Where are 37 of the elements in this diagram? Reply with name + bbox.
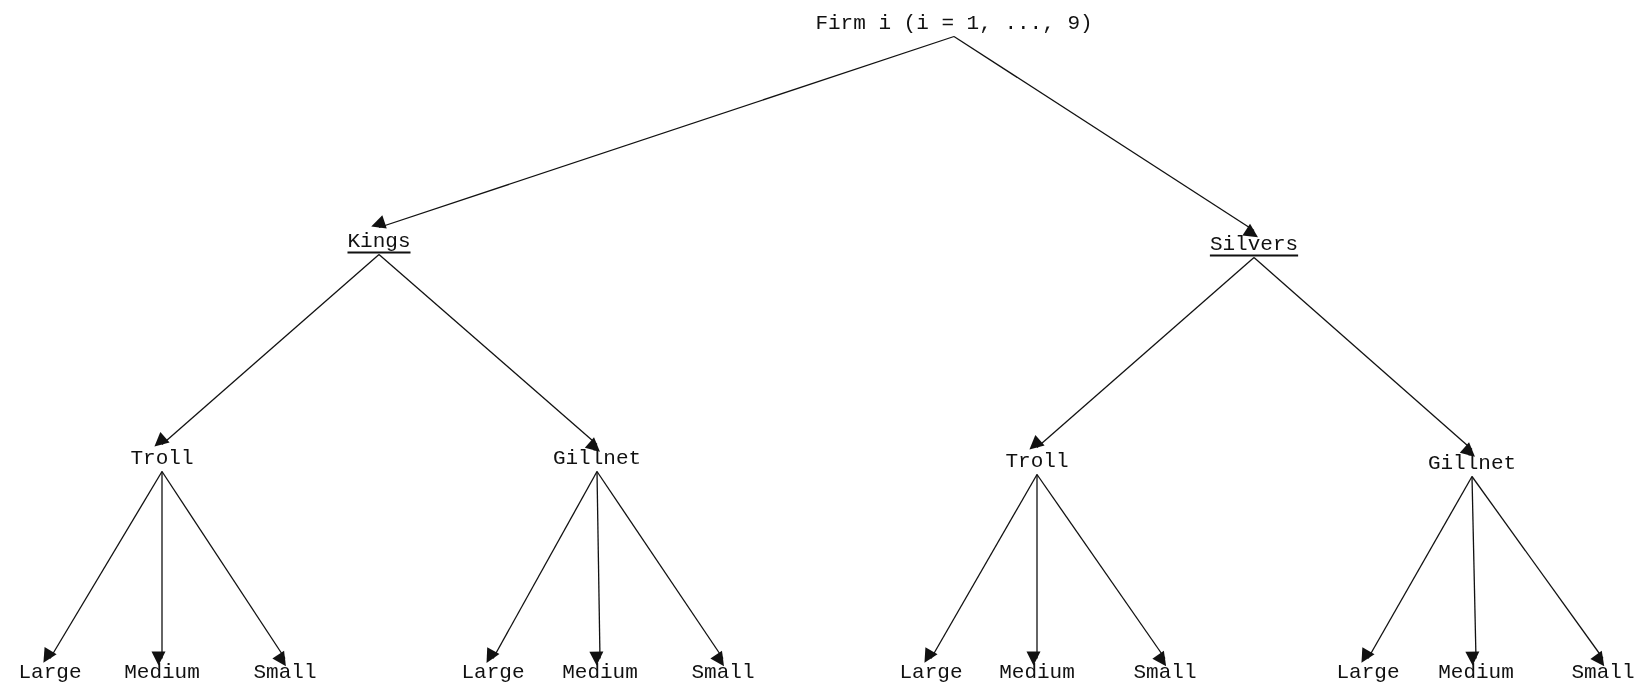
- arrow: [1029, 256, 1255, 450]
- arrow: [1471, 475, 1605, 667]
- node-label: Silvers: [1206, 230, 1302, 258]
- arrow: [924, 473, 1038, 663]
- node-label: Small: [1568, 658, 1638, 686]
- arrow: [486, 470, 598, 663]
- node-label: Small: [688, 658, 758, 686]
- arrow: [1036, 473, 1167, 667]
- arrow: [1253, 256, 1475, 457]
- node-label: Large: [896, 658, 966, 686]
- node-label: Medium: [1435, 658, 1517, 686]
- node-label: Gillnet: [1424, 449, 1520, 477]
- node-label: Large: [15, 658, 85, 686]
- arrow: [1361, 475, 1473, 663]
- arrow: [43, 470, 163, 663]
- arrow: [161, 470, 286, 667]
- arrow: [371, 35, 955, 229]
- node-label: Small: [250, 658, 320, 686]
- node-label: Troll: [127, 444, 197, 472]
- node-label: Small: [1130, 658, 1200, 686]
- arrow: [151, 470, 166, 666]
- arrow: [154, 253, 380, 447]
- node-label: Kings: [344, 227, 414, 255]
- node-label: Large: [458, 658, 528, 686]
- arrow: [589, 470, 604, 666]
- node-label: Gillnet: [549, 444, 645, 472]
- node-label: Troll: [1002, 447, 1072, 475]
- node-label: Medium: [121, 658, 203, 686]
- arrow: [596, 470, 724, 667]
- arrow: [378, 253, 600, 452]
- node-label: Firm i (i = 1, ..., 9): [812, 9, 1096, 37]
- node-label: Medium: [996, 658, 1078, 686]
- node-label: Medium: [559, 658, 641, 686]
- arrow: [1026, 473, 1041, 666]
- arrow: [1465, 475, 1480, 666]
- node-label: Large: [1333, 658, 1403, 686]
- arrow: [953, 35, 1258, 238]
